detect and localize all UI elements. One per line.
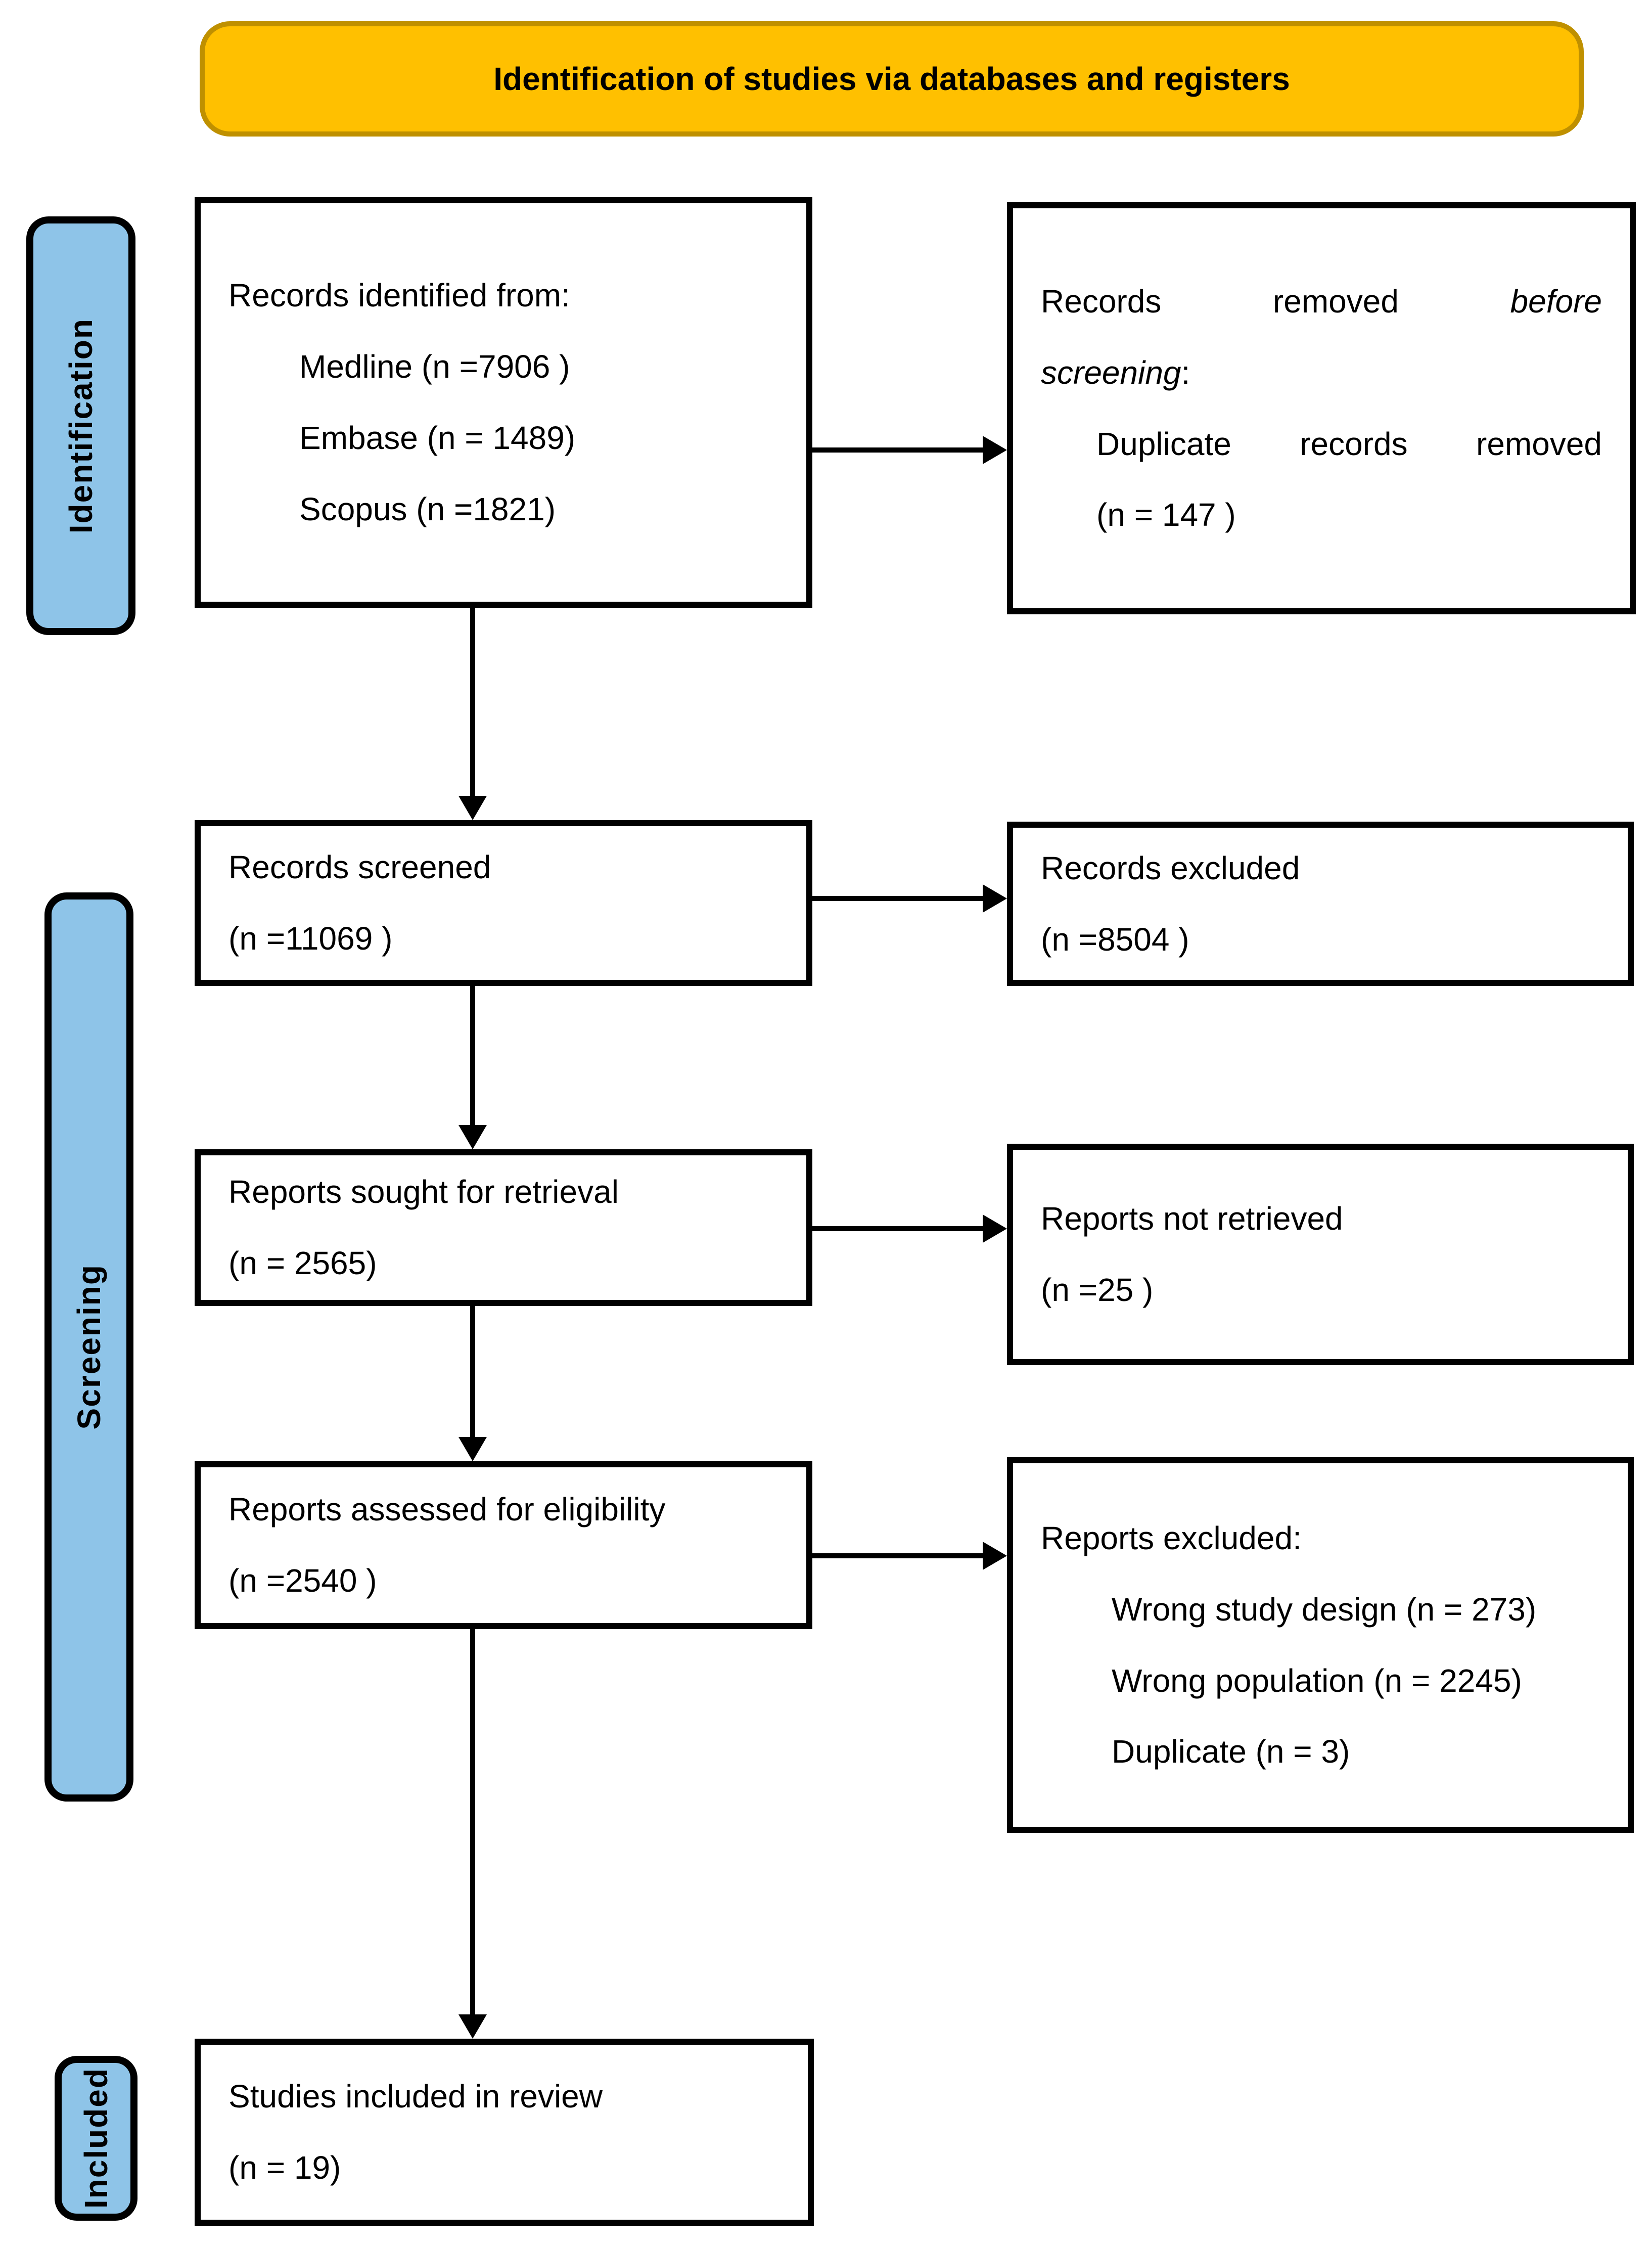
- records-screened-title: Records screened: [228, 849, 491, 886]
- reports-excluded-reason-duplicate: Duplicate (n = 3): [1112, 1733, 1350, 1770]
- box-reports-assessed: Reports assessed for eligibility (n =254…: [195, 1461, 812, 1629]
- records-identified-title: Records identified from:: [228, 277, 570, 314]
- records-excluded-title: Records excluded: [1041, 849, 1300, 886]
- arrow-screened-to-sought: [470, 986, 475, 1126]
- arrow-sought-to-not-retrieved: [812, 1226, 984, 1231]
- records-screened-n: (n =11069 ): [228, 920, 393, 957]
- arrow-identified-to-removed: [812, 447, 984, 453]
- box-reports-not-retrieved: Reports not retrieved (n =25 ): [1007, 1144, 1634, 1365]
- phase-label-screening: Screening: [44, 892, 133, 1802]
- reports-assessed-n: (n =2540 ): [228, 1562, 377, 1599]
- records-removed-line1: Records removed before: [1041, 283, 1602, 320]
- reports-excluded-reason-design: Wrong study design (n = 273): [1112, 1591, 1537, 1628]
- box-reports-excluded-reasons: Reports excluded: Wrong study design (n …: [1007, 1457, 1634, 1833]
- arrow-assessed-to-included: [470, 1629, 475, 2015]
- box-records-excluded: Records excluded (n =8504 ): [1007, 822, 1634, 986]
- records-identified-source-scopus: Scopus (n =1821): [299, 490, 556, 527]
- banner-identification-via-databases: Identification of studies via databases …: [200, 21, 1584, 137]
- arrow-screened-to-excluded: [812, 896, 984, 901]
- box-reports-sought: Reports sought for retrieval (n = 2565): [195, 1149, 812, 1306]
- box-records-identified: Records identified from: Medline (n =790…: [195, 197, 812, 608]
- records-removed-line2: screening:: [1041, 354, 1190, 391]
- reports-sought-n: (n = 2565): [228, 1245, 377, 1281]
- studies-included-title: Studies included in review: [228, 2078, 603, 2115]
- phase-screening-text: Screening: [71, 1264, 107, 1430]
- arrow-identified-to-screened: [470, 608, 475, 797]
- reports-excluded-reason-population: Wrong population (n = 2245): [1112, 1662, 1522, 1699]
- banner-title: Identification of studies via databases …: [493, 61, 1290, 97]
- reports-sought-title: Reports sought for retrieval: [228, 1174, 619, 1210]
- studies-included-n: (n = 19): [228, 2149, 341, 2186]
- arrow-assessed-to-reports-excluded: [812, 1553, 984, 1558]
- duplicate-records-removed: Duplicate records removed: [1096, 425, 1602, 462]
- duplicate-records-removed-n: (n = 147 ): [1096, 497, 1236, 533]
- reports-not-retrieved-n: (n =25 ): [1041, 1272, 1154, 1308]
- records-excluded-n: (n =8504 ): [1041, 921, 1189, 958]
- box-records-removed-before-screening: Records removed before screening: Duplic…: [1007, 202, 1636, 614]
- phase-identification-text: Identification: [63, 318, 99, 534]
- records-identified-source-medline: Medline (n =7906 ): [299, 348, 570, 385]
- arrow-sought-to-assessed: [470, 1306, 475, 1438]
- phase-included-text: Included: [78, 2067, 114, 2209]
- phase-label-identification: Identification: [26, 216, 135, 635]
- reports-assessed-title: Reports assessed for eligibility: [228, 1491, 666, 1528]
- box-studies-included: Studies included in review (n = 19): [195, 2039, 814, 2226]
- reports-excluded-title: Reports excluded:: [1041, 1519, 1302, 1556]
- records-identified-source-embase: Embase (n = 1489): [299, 420, 576, 456]
- phase-label-included: Included: [55, 2056, 137, 2221]
- reports-not-retrieved-title: Reports not retrieved: [1041, 1200, 1343, 1237]
- box-records-screened: Records screened (n =11069 ): [195, 820, 812, 986]
